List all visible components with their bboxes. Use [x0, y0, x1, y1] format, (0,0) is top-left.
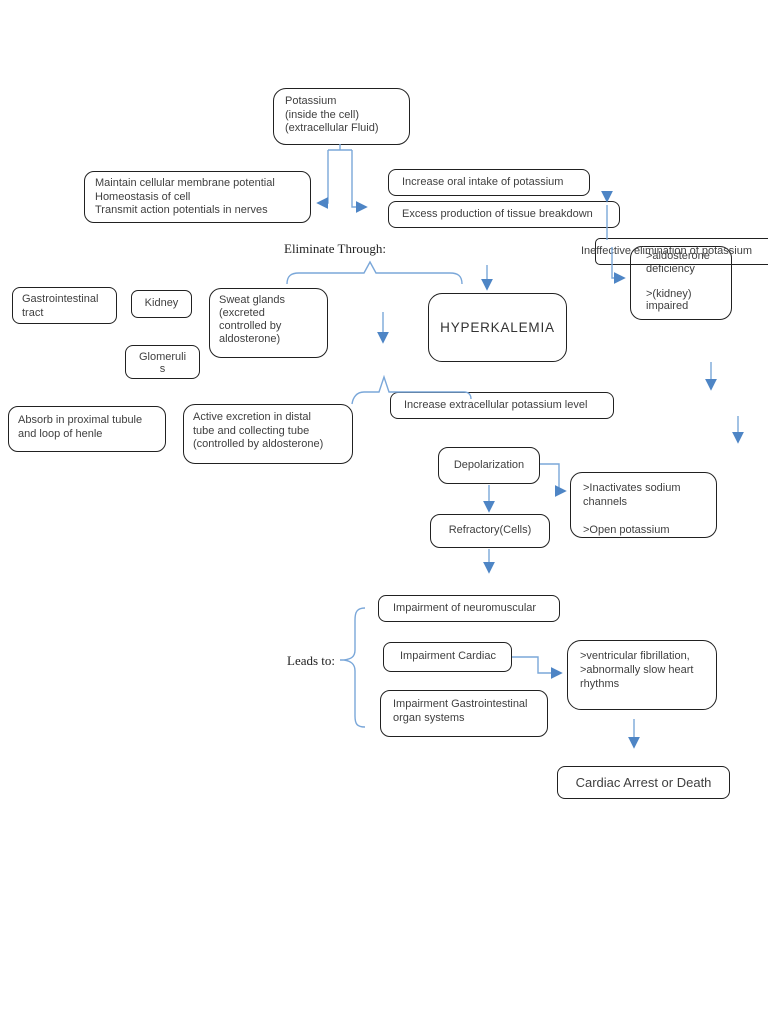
node-glomeruli: Glomeruli s [125, 345, 200, 379]
node-refractory-cells: Refractory(Cells) [430, 514, 550, 548]
arrow-to-intake [351, 150, 368, 213]
brace-eliminate-through [286, 260, 463, 285]
node-impairment-cardiac: Impairment Cardiac [383, 642, 512, 672]
arrow-depolarization-to-channels [540, 463, 567, 497]
node-potassium-functions: Maintain cellular membrane potential Hom… [84, 171, 311, 223]
node-gastrointestinal-tract: Gastrointestinal tract [12, 287, 117, 324]
node-kidney: Kidney [131, 290, 192, 318]
arrow-cardiac-to-ventricular [512, 656, 563, 679]
ineffective-elimination-text: Ineffective elimination of potassium [581, 245, 752, 258]
node-ineffective-elimination: Ineffective elimination of potassium [581, 238, 768, 265]
node-ventricular-fibrillation: >ventricular fibrillation, >abnormally s… [567, 640, 717, 710]
node-potassium: Potassium (inside the cell) (extracellul… [273, 88, 410, 145]
node-hyperkalemia: HYPERKALEMIA [428, 293, 567, 362]
node-absorb-proximal-tubule: Absorb in proximal tubule and loop of he… [8, 406, 166, 452]
node-aldosterone-deficiency: >aldosterone deficiency >(kidney) impair… [630, 246, 732, 320]
node-increase-oral-intake: Increase oral intake of potassium [388, 169, 590, 196]
brace-leads-to [340, 607, 366, 728]
node-excess-tissue-breakdown: Excess production of tissue breakdown [388, 201, 620, 228]
node-impairment-gastrointestinal: Impairment Gastrointestinal organ system… [380, 690, 548, 737]
leads-to-label: Leads to: [287, 653, 336, 668]
node-increase-extracellular-potassium: Increase extracellular potassium level [390, 392, 614, 419]
node-sweat-glands: Sweat glands (excreted controlled by ald… [209, 288, 328, 358]
node-depolarization: Depolarization [438, 447, 540, 484]
node-impairment-neuromuscular: Impairment of neuromuscular [378, 595, 560, 622]
eliminate-through-label: Eliminate Through: [284, 241, 386, 256]
node-sodium-channels: >Inactivates sodium channels >Open potas… [570, 472, 717, 538]
node-active-excretion: Active excretion in distal tube and coll… [183, 404, 353, 464]
arrow-to-functions [316, 150, 329, 209]
node-cardiac-arrest-or-death: Cardiac Arrest or Death [557, 766, 730, 799]
